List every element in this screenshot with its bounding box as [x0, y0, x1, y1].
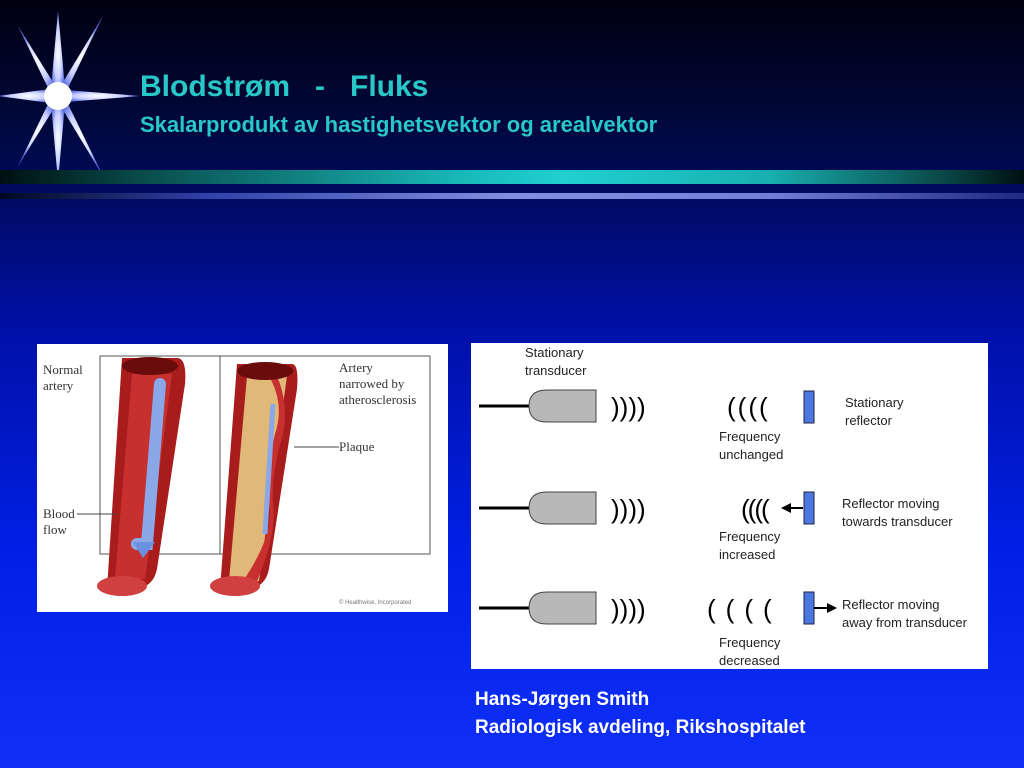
svg-text:((((: ((((: [727, 392, 770, 422]
slide-subtitle: Skalarprodukt av hastighetsvektor og are…: [140, 112, 658, 137]
reflector-icon: [803, 390, 815, 424]
svg-text:((((: ((((: [707, 594, 782, 624]
narrowed-label-3: atherosclerosis: [339, 392, 416, 407]
blood-flow-arrow: [133, 542, 155, 558]
narrowed-artery-frame: [219, 355, 431, 555]
artery-drawing: Normal artery Artery narrowed by atheros…: [37, 344, 448, 612]
normal-label-2: artery: [43, 378, 74, 393]
freq-value-3: decreased: [719, 653, 780, 668]
transducer-label-2: transducer: [525, 363, 587, 378]
arrow-right-icon: [827, 603, 837, 613]
arrow-left-icon: [781, 503, 791, 513]
plaque-label: Plaque: [339, 439, 375, 454]
doppler-diagram: Stationary transducer )))) (((( Frequenc…: [471, 343, 988, 669]
transducer-label-1: Stationary: [525, 345, 584, 360]
transducer-icon: [528, 591, 597, 625]
author-credit: Hans-Jørgen Smith Radiologisk avdeling, …: [475, 686, 805, 742]
doppler-row-away: )))) (((( Frequency decreased Reflector …: [479, 591, 968, 668]
svg-text:)))): )))): [611, 494, 646, 524]
svg-text:)))): )))): [611, 392, 646, 422]
author-name: Hans-Jørgen Smith: [475, 689, 650, 710]
artery-illustration: Normal artery Artery narrowed by atheros…: [37, 344, 448, 612]
normal-label-1: Normal: [43, 362, 83, 377]
lavender-divider-bar: [0, 193, 1024, 199]
svg-text:((((: ((((: [741, 494, 770, 524]
reflector-icon: [803, 491, 815, 525]
slide-title: Blodstrøm - Fluks: [140, 70, 429, 103]
blood-flow-label-1: Blood: [43, 506, 75, 521]
narrowed-label-1: Artery: [339, 360, 373, 375]
doppler-drawing: Stationary transducer )))) (((( Frequenc…: [471, 343, 988, 669]
transducer-icon: [528, 389, 597, 423]
freq-label-3: Frequency: [719, 635, 781, 650]
reflector-label-1b: reflector: [845, 413, 893, 428]
reflector-label-2a: Reflector moving: [842, 496, 940, 511]
svg-text:)))): )))): [611, 594, 646, 624]
doppler-row-stationary: )))) (((( Frequency unchanged Stationary…: [479, 389, 904, 462]
reflector-label-1a: Stationary: [845, 395, 904, 410]
freq-label-1: Frequency: [719, 429, 781, 444]
blood-flow-label-2: flow: [43, 522, 67, 537]
author-affiliation: Radiologisk avdeling, Rikshospitalet: [475, 717, 806, 738]
freq-label-2: Frequency: [719, 529, 781, 544]
star-logo-icon: [0, 11, 140, 181]
copyright-text: © Healthwise, Incorporated: [339, 599, 411, 606]
teal-divider-bar: [0, 170, 1024, 184]
freq-value-2: increased: [719, 547, 775, 562]
reflector-label-3b: away from transducer: [842, 615, 968, 630]
reflector-label-3a: Reflector moving: [842, 597, 940, 612]
narrowed-label-2: narrowed by: [339, 376, 405, 391]
transducer-icon: [528, 491, 597, 525]
freq-value-1: unchanged: [719, 447, 783, 462]
doppler-row-towards: )))) (((( Frequency increased Reflector …: [479, 491, 953, 562]
reflector-icon: [803, 591, 815, 625]
reflector-label-2b: towards transducer: [842, 514, 953, 529]
